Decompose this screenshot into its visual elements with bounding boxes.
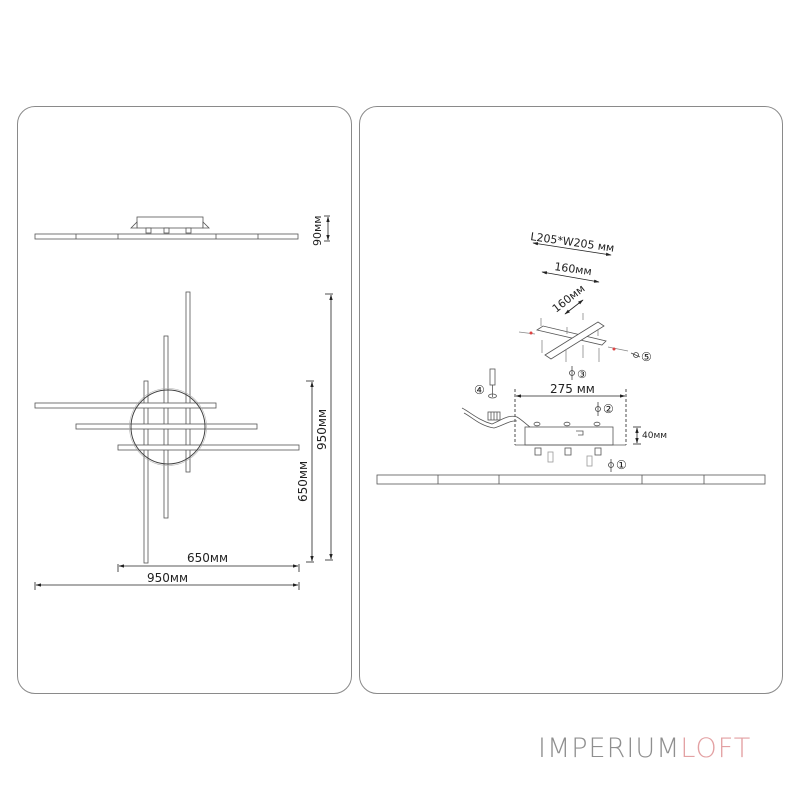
driver-box: [515, 421, 626, 467]
top-view-fixture: [34, 291, 300, 564]
step-3-marker: ③: [577, 368, 587, 381]
spacing-y-label: 160мм: [550, 282, 588, 315]
step-5-marker: ⑤: [641, 350, 652, 364]
side-height-dimension: [324, 215, 330, 242]
wiring-terminal: [461, 368, 531, 429]
top-view-dimensions: [34, 293, 333, 590]
driver-height-label: 40мм: [642, 431, 667, 441]
inner-width-label: 650мм: [187, 551, 228, 565]
driver-dimensions: [514, 389, 641, 445]
spacing-x-label: 160мм: [554, 260, 593, 278]
mounting-bracket: [518, 313, 629, 362]
plate-size-label: L205*W205 мм: [530, 230, 616, 255]
side-view: [34, 216, 299, 240]
screw-icon: [595, 402, 614, 472]
brand-name-part2: LOFT: [680, 733, 752, 764]
brand-logo: IMPERIUMLOFT: [538, 733, 751, 764]
left-panel-dimensions: [17, 106, 352, 694]
outer-width-label: 950мм: [147, 571, 188, 585]
brand-name-part1: IMPERIUM: [538, 733, 681, 764]
anchor-icon: [569, 352, 641, 380]
side-height-label: 90мм: [311, 215, 324, 246]
step-1-marker: ①: [616, 458, 627, 472]
outer-height-label: 950мм: [315, 409, 329, 450]
inner-height-label: 650мм: [296, 461, 310, 502]
light-bar: [376, 474, 766, 485]
step-4-marker: ④: [474, 383, 485, 397]
bracket-dimensions: [532, 242, 612, 315]
right-panel-installation: [359, 106, 783, 694]
step-2-marker: ②: [603, 402, 614, 416]
driver-width-label: 275 мм: [550, 382, 595, 396]
